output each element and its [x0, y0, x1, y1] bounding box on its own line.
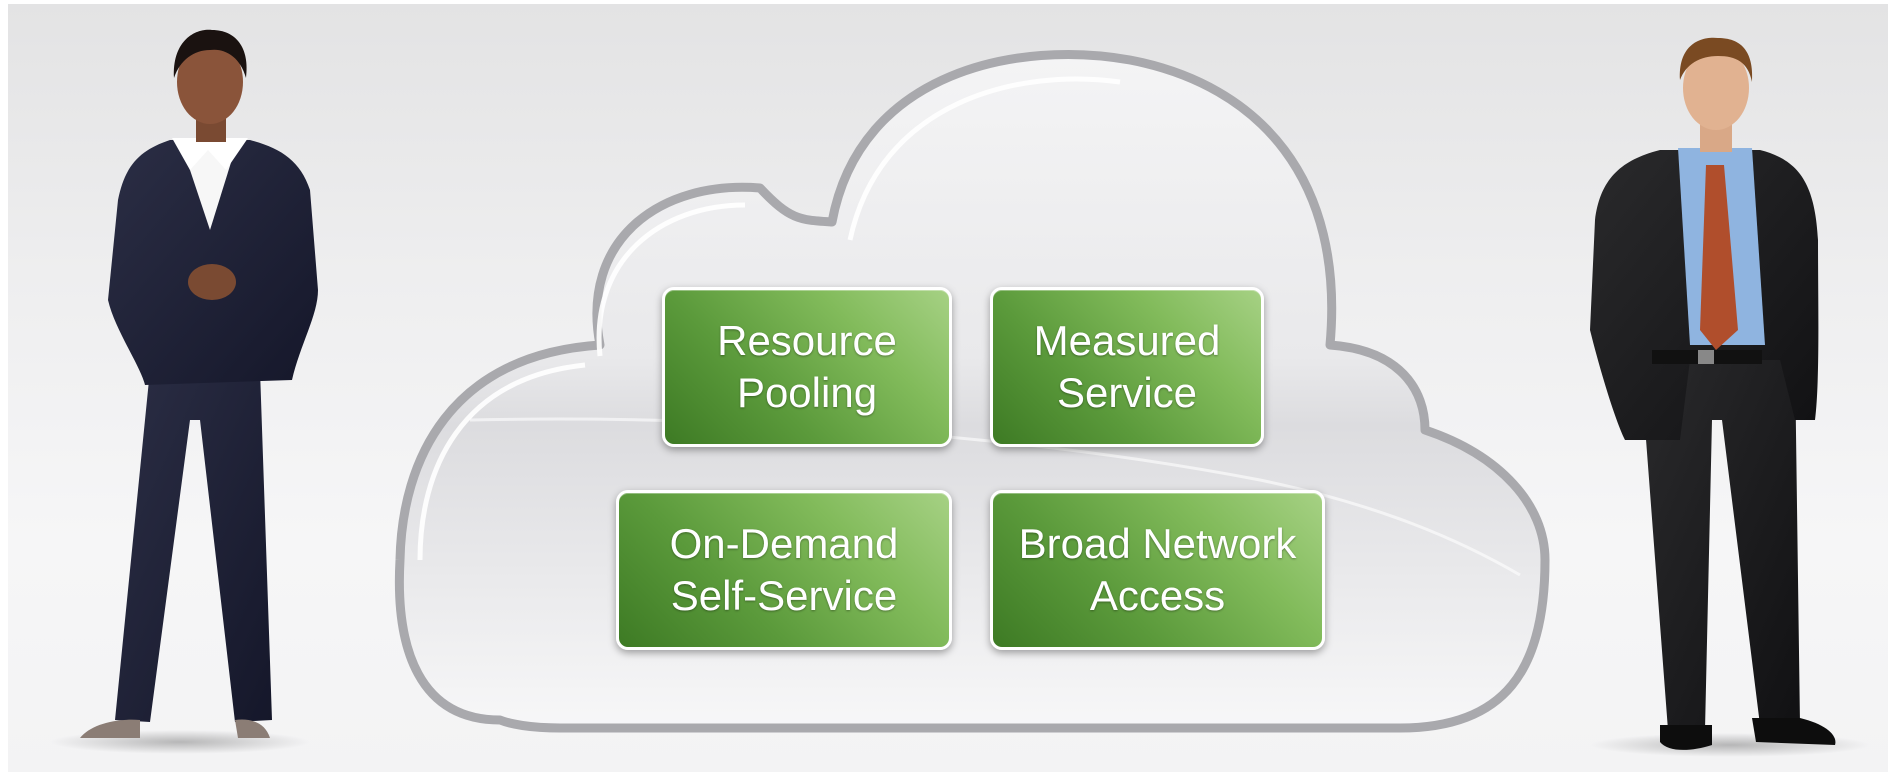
- cloud-shape: [394, 50, 1550, 733]
- tile-line: On-Demand: [669, 520, 899, 567]
- tile-line: Self-Service: [670, 572, 898, 619]
- tile-line: Broad Network: [1018, 520, 1297, 567]
- businesswoman-figure: [50, 29, 318, 754]
- tile-line: Pooling: [736, 369, 878, 416]
- tile-broad-network-access: Broad Network Access: [990, 490, 1325, 650]
- tile-on-demand-self-service: On-Demand Self-Service: [616, 490, 952, 650]
- tile-resource-pooling: Resource Pooling: [662, 287, 952, 447]
- tile-measured-service: Measured Service: [990, 287, 1264, 447]
- tile-line: Access: [1089, 572, 1226, 619]
- businessman-figure: [1590, 37, 1870, 757]
- tile-line: Service: [1056, 369, 1198, 416]
- tile-line: Resource: [717, 317, 897, 364]
- tile-line: Measured: [1033, 317, 1221, 364]
